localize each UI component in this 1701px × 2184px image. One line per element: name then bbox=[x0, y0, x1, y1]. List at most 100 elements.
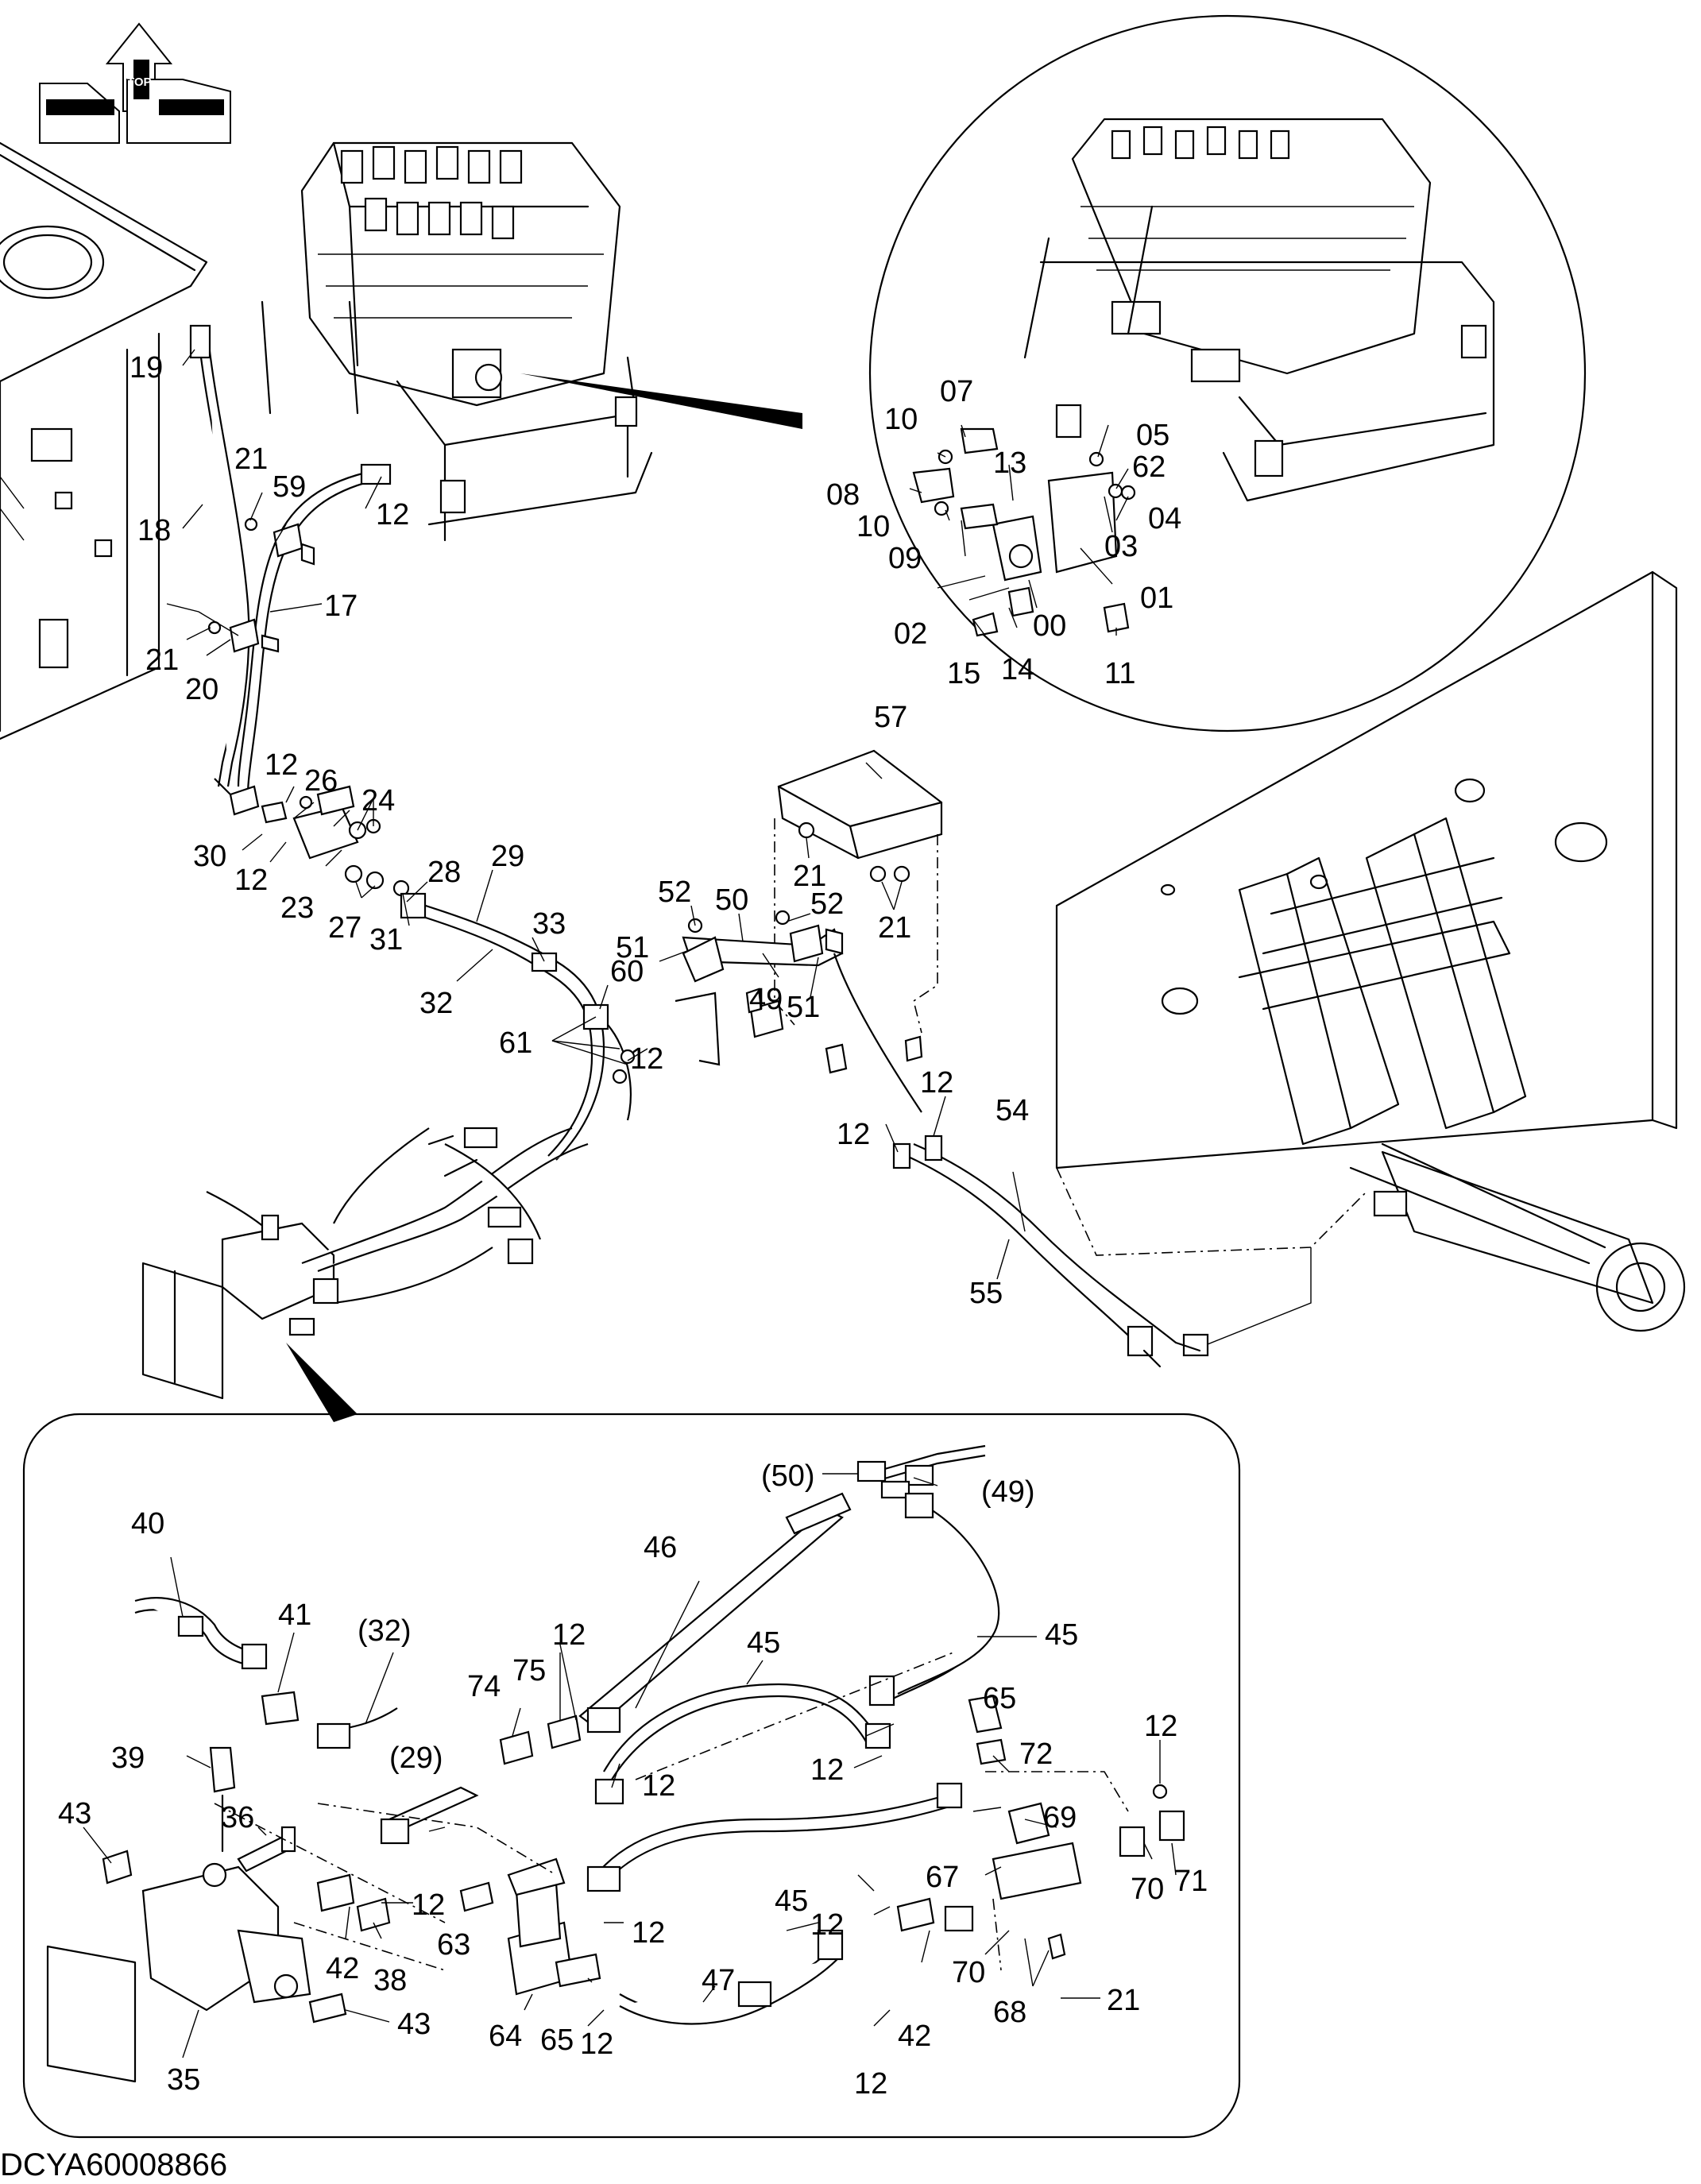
callout-12: 12 bbox=[265, 748, 298, 782]
callout-74: 74 bbox=[467, 1670, 501, 1703]
callout-51: 51 bbox=[616, 931, 649, 964]
lower-assembly bbox=[141, 1127, 589, 1422]
callout-10: 10 bbox=[856, 510, 890, 543]
callout-54: 54 bbox=[995, 1094, 1029, 1127]
callout-00: 00 bbox=[1033, 609, 1066, 643]
detail-bubble-bottom bbox=[22, 1413, 1241, 2139]
callout-70: 70 bbox=[1131, 1873, 1164, 1906]
callout-57: 57 bbox=[874, 701, 907, 734]
hoses-left-top bbox=[166, 324, 392, 795]
right-arrow-label: RIGHT bbox=[167, 118, 204, 132]
callout-45: 45 bbox=[1045, 1618, 1078, 1652]
orientation-indicator: TOP FRONT RIGHT bbox=[39, 22, 231, 144]
callout-09: 09 bbox=[888, 542, 922, 575]
callout-50: 50 bbox=[715, 883, 748, 917]
callout-12: 12 bbox=[234, 864, 268, 897]
callout-36: 36 bbox=[221, 1801, 254, 1834]
callout-20: 20 bbox=[185, 673, 218, 706]
callout-05: 05 bbox=[1136, 419, 1169, 452]
callout-labels: 19 21 59 12 18 17 21 20 12 26 24 30 12 2… bbox=[58, 351, 1208, 2101]
callout-28: 28 bbox=[427, 856, 461, 889]
callout-21: 21 bbox=[1107, 1984, 1140, 2017]
callout-12: 12 bbox=[854, 2067, 887, 2101]
callout-12: 12 bbox=[630, 1042, 663, 1076]
callout-45: 45 bbox=[775, 1884, 808, 1918]
callout-12: 12 bbox=[920, 1066, 953, 1100]
callout-12: 12 bbox=[642, 1769, 675, 1803]
callout-11: 11 bbox=[1104, 657, 1135, 690]
callout-41: 41 bbox=[278, 1598, 311, 1632]
callout-52: 52 bbox=[810, 887, 844, 921]
callout-10: 10 bbox=[884, 403, 918, 436]
callout-60: 60 bbox=[610, 955, 644, 988]
leader-lines bbox=[83, 349, 1177, 2058]
callout-12: 12 bbox=[552, 1618, 586, 1652]
hoses-middle bbox=[400, 892, 636, 1161]
callout-12: 12 bbox=[412, 1888, 445, 1922]
callout-35: 35 bbox=[167, 2063, 200, 2097]
callout-68: 68 bbox=[993, 1996, 1026, 2029]
callout-26: 26 bbox=[304, 764, 338, 798]
callout-43: 43 bbox=[397, 2008, 431, 2041]
callout-62: 62 bbox=[1132, 450, 1166, 484]
callout-32: 32 bbox=[419, 987, 453, 1020]
callout-18: 18 bbox=[137, 514, 171, 547]
callout-23: 23 bbox=[280, 891, 314, 925]
boom-cylinder bbox=[1055, 570, 1686, 1351]
callout-59: 59 bbox=[273, 470, 306, 504]
hoses-boom bbox=[892, 1135, 1209, 1368]
callout-12: 12 bbox=[810, 1908, 844, 1942]
callout-39: 39 bbox=[111, 1741, 145, 1775]
callout-72: 72 bbox=[1019, 1738, 1053, 1771]
callout-33: 33 bbox=[532, 907, 566, 941]
callout-17: 17 bbox=[324, 589, 358, 623]
callout-63: 63 bbox=[437, 1928, 470, 1962]
callout-02: 02 bbox=[894, 617, 927, 651]
callout-52: 52 bbox=[658, 876, 691, 909]
callout-13: 13 bbox=[993, 446, 1026, 480]
callout-65: 65 bbox=[983, 1682, 1016, 1715]
callout-04: 04 bbox=[1148, 502, 1181, 535]
center-block bbox=[675, 749, 943, 1113]
callout-51: 51 bbox=[787, 991, 820, 1024]
callout-12: 12 bbox=[376, 498, 409, 532]
callout-67: 67 bbox=[926, 1861, 959, 1894]
upper-frame bbox=[0, 141, 208, 740]
main-control-valve bbox=[261, 141, 802, 542]
callout-31: 31 bbox=[369, 923, 403, 957]
callout-14: 14 bbox=[1001, 653, 1034, 686]
callout-08: 08 bbox=[826, 478, 860, 512]
callout-21: 21 bbox=[234, 443, 268, 476]
callout-21: 21 bbox=[878, 911, 911, 945]
callout-24: 24 bbox=[361, 784, 395, 818]
callout-49: 49 bbox=[749, 983, 783, 1016]
callout-55: 55 bbox=[969, 1277, 1003, 1310]
callout-29-ref: (29) bbox=[389, 1741, 443, 1775]
callout-42: 42 bbox=[326, 1952, 359, 1985]
front-arrow-label: FRONT bbox=[56, 118, 97, 132]
callout-38: 38 bbox=[373, 1964, 407, 1997]
callout-70: 70 bbox=[952, 1956, 985, 1989]
callout-69: 69 bbox=[1043, 1801, 1077, 1834]
callout-30: 30 bbox=[193, 840, 226, 873]
callout-21: 21 bbox=[145, 644, 179, 677]
callout-42: 42 bbox=[898, 2020, 931, 2053]
fittings-cluster-left bbox=[214, 778, 410, 897]
callout-32-ref: (32) bbox=[358, 1614, 412, 1648]
top-arrow-label: TOP bbox=[127, 75, 152, 89]
callout-46: 46 bbox=[644, 1531, 677, 1564]
callout-12: 12 bbox=[580, 2027, 613, 2061]
callout-12: 12 bbox=[632, 1916, 665, 1950]
callout-21: 21 bbox=[793, 860, 826, 893]
callout-65: 65 bbox=[540, 2024, 574, 2057]
callout-29: 29 bbox=[491, 840, 524, 873]
callout-01: 01 bbox=[1140, 582, 1173, 615]
detail-bubble-top bbox=[868, 14, 1587, 733]
callout-71: 71 bbox=[1174, 1865, 1208, 1898]
callout-19: 19 bbox=[130, 351, 163, 385]
drawing-code: DCYA60008866 bbox=[0, 2147, 227, 2182]
callout-15: 15 bbox=[947, 657, 980, 690]
callout-07: 07 bbox=[940, 375, 973, 408]
callout-45: 45 bbox=[747, 1626, 780, 1660]
